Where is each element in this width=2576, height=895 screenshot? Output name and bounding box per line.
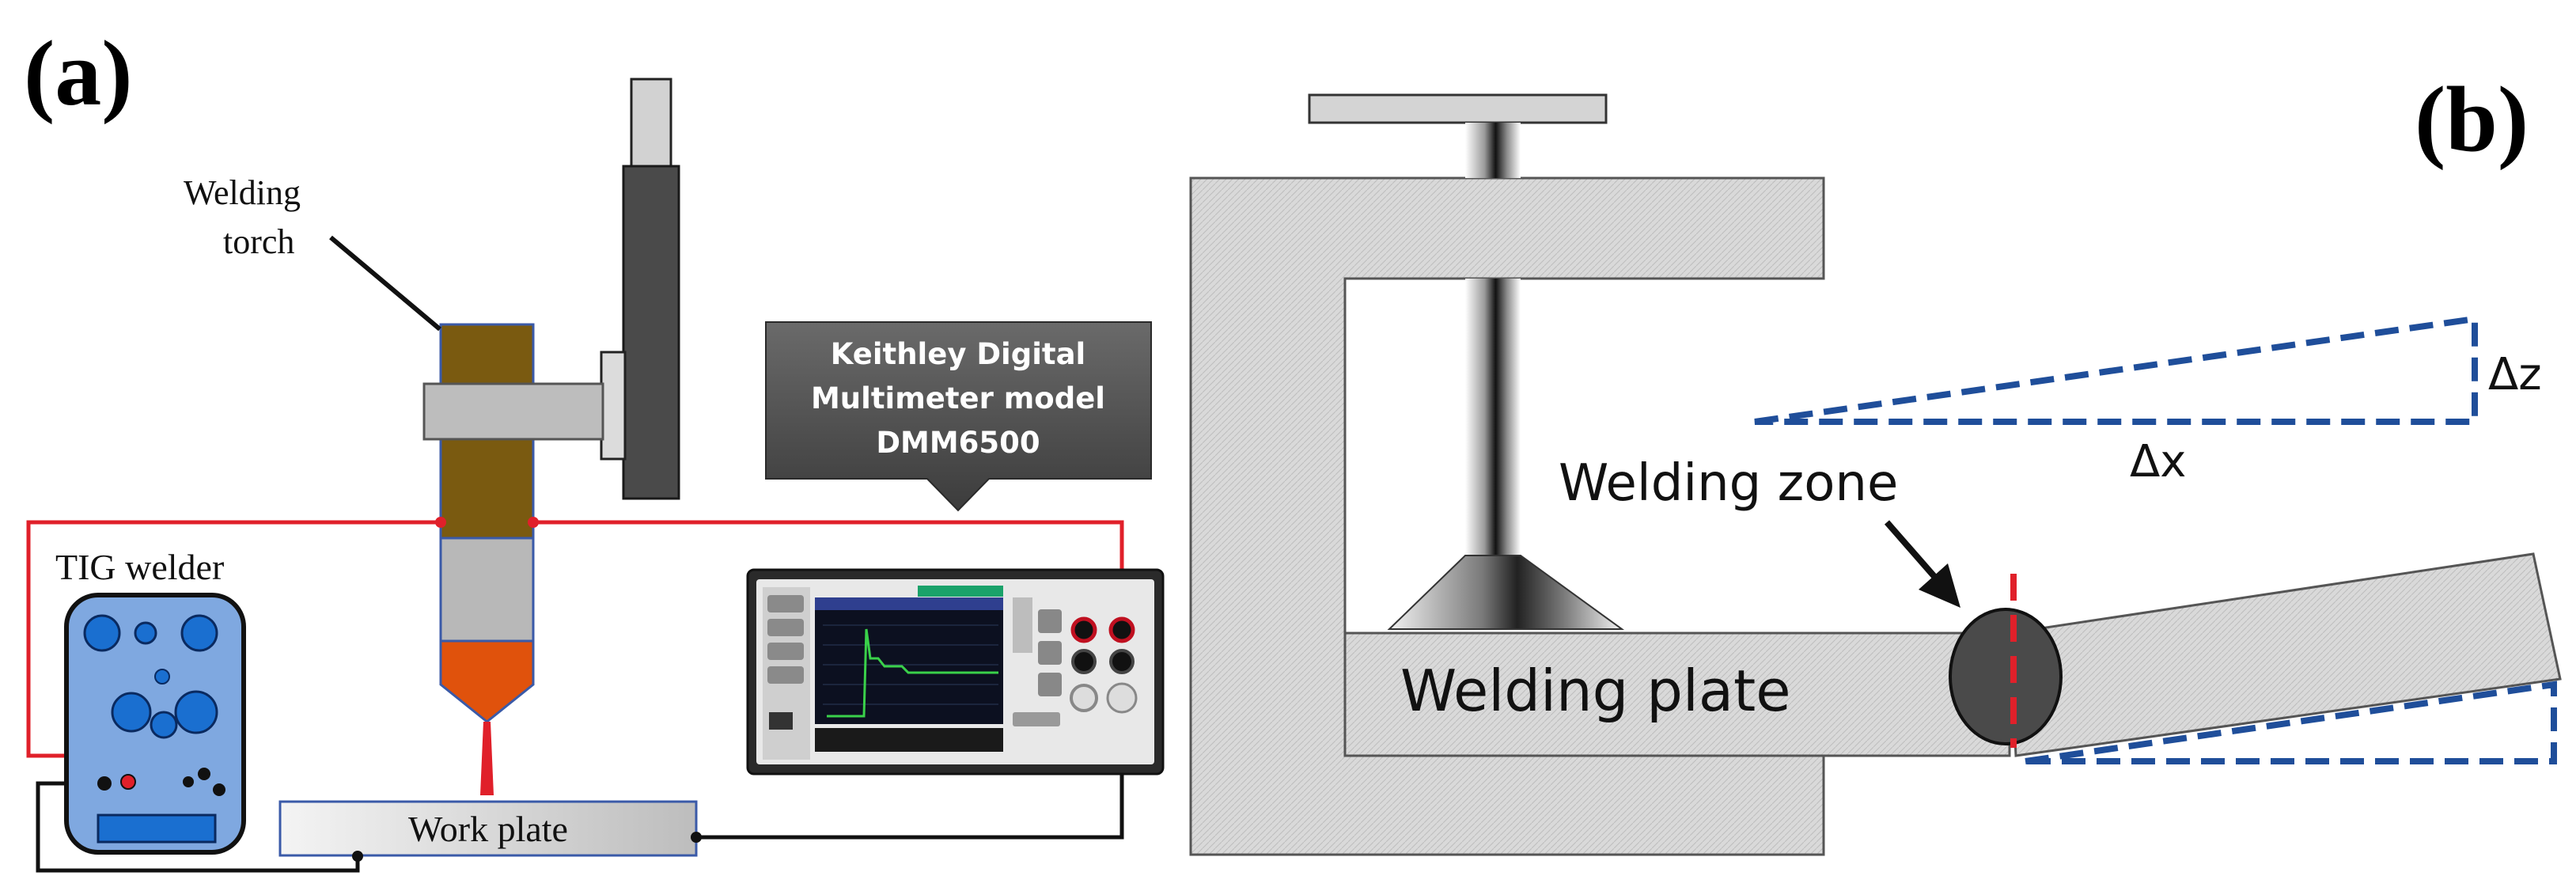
welding-zone-label: Welding zone bbox=[1559, 454, 1898, 513]
torch-junction-left bbox=[435, 517, 446, 528]
panel-a-label: (a) bbox=[24, 21, 133, 125]
multimeter-screen bbox=[815, 597, 1003, 724]
deflection-triangle-top bbox=[1754, 315, 2478, 425]
clamp-spindle-top bbox=[1465, 123, 1521, 178]
callout-line3: DMM6500 bbox=[876, 426, 1040, 460]
tig-welder: TIG welder bbox=[55, 547, 246, 855]
tig-black-terminal bbox=[97, 776, 112, 791]
torch-tip bbox=[439, 639, 535, 723]
torch-junction-right bbox=[528, 517, 539, 528]
welding-plate bbox=[1343, 631, 2011, 757]
welding-zone-arrowhead bbox=[1919, 563, 1960, 608]
dx-label: Δx bbox=[2130, 436, 2186, 487]
work-plate-label: Work plate bbox=[408, 809, 568, 849]
panel-b-label: (b) bbox=[2415, 67, 2529, 171]
torch-leader-line bbox=[329, 235, 441, 332]
deflection-triangle-bottom bbox=[2025, 681, 2557, 764]
welding-plate-label: Welding plate bbox=[1400, 658, 1791, 724]
torch-label-line1: Welding bbox=[184, 173, 301, 212]
tig-red-terminal bbox=[120, 774, 136, 790]
torch-mount-column bbox=[600, 78, 680, 500]
work-plate: Work plate bbox=[278, 800, 702, 862]
multimeter-callout: Keithley Digital Multimeter model DMM650… bbox=[765, 321, 1152, 512]
callout-line2: Multimeter model bbox=[811, 381, 1105, 415]
callout-line1: Keithley Digital bbox=[831, 337, 1086, 371]
welding-zone-arrow-shaft bbox=[1884, 520, 1945, 588]
welding-torch bbox=[422, 323, 604, 795]
welding-arc bbox=[480, 722, 494, 795]
clamp-spindle bbox=[1465, 279, 1521, 556]
panel-b: (b) Welding plate Welding zone Δz Δx bbox=[1189, 67, 2562, 856]
multimeter-device bbox=[746, 568, 1165, 776]
tig-welder-label: TIG welder bbox=[55, 547, 224, 587]
weld-bead bbox=[1949, 608, 2063, 745]
clamp-pad bbox=[1387, 555, 1625, 630]
panel-a: (a) Welding torch bbox=[24, 21, 1165, 873]
torch-label-line2: torch bbox=[223, 222, 294, 261]
clamp-handle bbox=[1308, 93, 1608, 124]
dz-label: Δz bbox=[2488, 349, 2542, 400]
